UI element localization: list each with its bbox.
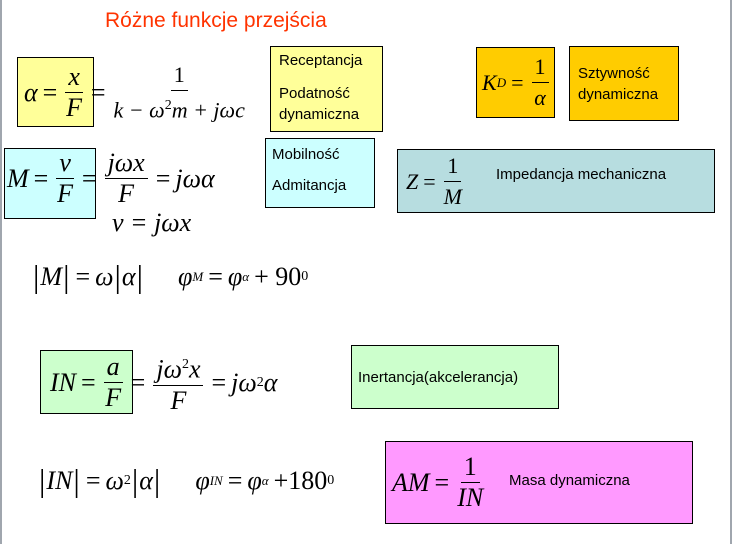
phase-offset: +180: [273, 465, 328, 495]
label-dynamiczna: dynamiczna: [279, 106, 360, 123]
degree: 0: [327, 472, 335, 488]
stiffness-label-box: Sztywność dynamiczna: [569, 46, 679, 121]
numerator: a: [103, 352, 123, 384]
subscript: IN: [209, 472, 223, 488]
exponent: 2: [123, 472, 131, 488]
label-masa-dynamiczna: Masa dynamiczna: [509, 472, 630, 489]
denominator: F: [105, 383, 122, 413]
rhs: α: [263, 367, 278, 397]
equals: =: [90, 77, 106, 107]
label-inertancja: Inertancja(akcelerancja): [358, 369, 519, 386]
numerator: v: [56, 148, 74, 179]
numerator: jω2x: [153, 350, 204, 386]
label-sztywnosc: Sztywność: [578, 65, 650, 82]
denominator: IN: [457, 483, 484, 512]
omega: ω: [105, 465, 124, 495]
numerator: x: [65, 62, 83, 94]
alpha: α: [24, 77, 38, 107]
rhs: jω: [231, 367, 257, 397]
denominator: F: [57, 179, 74, 208]
subscript: M: [192, 268, 204, 284]
numerator: 1: [170, 60, 188, 91]
denominator: F: [118, 179, 135, 208]
num-part: x: [188, 354, 201, 384]
receptance-formula-box: [17, 57, 94, 127]
denominator: α: [534, 85, 546, 110]
in: IN: [46, 465, 73, 495]
in: IN: [50, 367, 76, 397]
numerator: 1: [531, 52, 549, 83]
label-impedancja: Impedancja mechaniczna: [496, 166, 667, 183]
denominator: F: [66, 93, 83, 123]
numerator: jωx: [104, 148, 148, 179]
phi: φ: [227, 261, 243, 291]
velocity-formula: v = jωx: [112, 208, 192, 237]
mobility-formula-box: [4, 148, 96, 219]
denominator: F: [170, 385, 187, 415]
m: M: [7, 163, 29, 193]
mobility-label-box: Mobilność Admitancja: [265, 138, 375, 208]
label-podatnosc: Podatność: [279, 85, 350, 102]
label-admitancja: Admitancja: [272, 177, 347, 194]
den-part: m + jωc: [171, 97, 245, 123]
degree: 0: [301, 268, 309, 284]
numerator: 1: [460, 452, 480, 483]
alpha: α: [139, 465, 153, 495]
num-part: jω: [156, 354, 182, 384]
label-mobilnosc: Mobilność: [272, 146, 340, 163]
inertance-formula-box: [40, 350, 133, 414]
rhs: jωα: [175, 163, 215, 193]
subscript: α: [242, 268, 250, 284]
slide-title: Różne funkcje przejścia: [105, 9, 327, 32]
denominator: M: [443, 184, 462, 209]
exponent: 2: [256, 374, 264, 390]
receptance-label-box: Receptancja Podatność dynamiczna: [270, 46, 383, 132]
k: K: [482, 69, 497, 95]
numerator: 1: [444, 151, 462, 182]
am: AM: [392, 467, 430, 497]
label-receptancja: Receptancja: [279, 52, 363, 69]
denominator: k − ω2m + jωc: [114, 91, 245, 125]
subscript: α: [261, 472, 269, 488]
phase-offset: + 90: [254, 261, 302, 291]
exponent: 2: [181, 357, 189, 372]
z: Z: [406, 168, 419, 194]
omega: ω: [95, 261, 114, 291]
phi: φ: [195, 465, 210, 495]
label-dynamiczna: dynamiczna: [578, 86, 659, 103]
phi: φ: [177, 261, 193, 291]
den-part: k − ω: [113, 97, 165, 123]
m: M: [40, 261, 63, 291]
inertance-label-box: Inertancja(akcelerancja): [351, 345, 559, 409]
alpha: α: [121, 261, 136, 291]
exponent: 2: [164, 98, 172, 113]
subscript: D: [496, 74, 507, 90]
phi: φ: [247, 465, 262, 495]
